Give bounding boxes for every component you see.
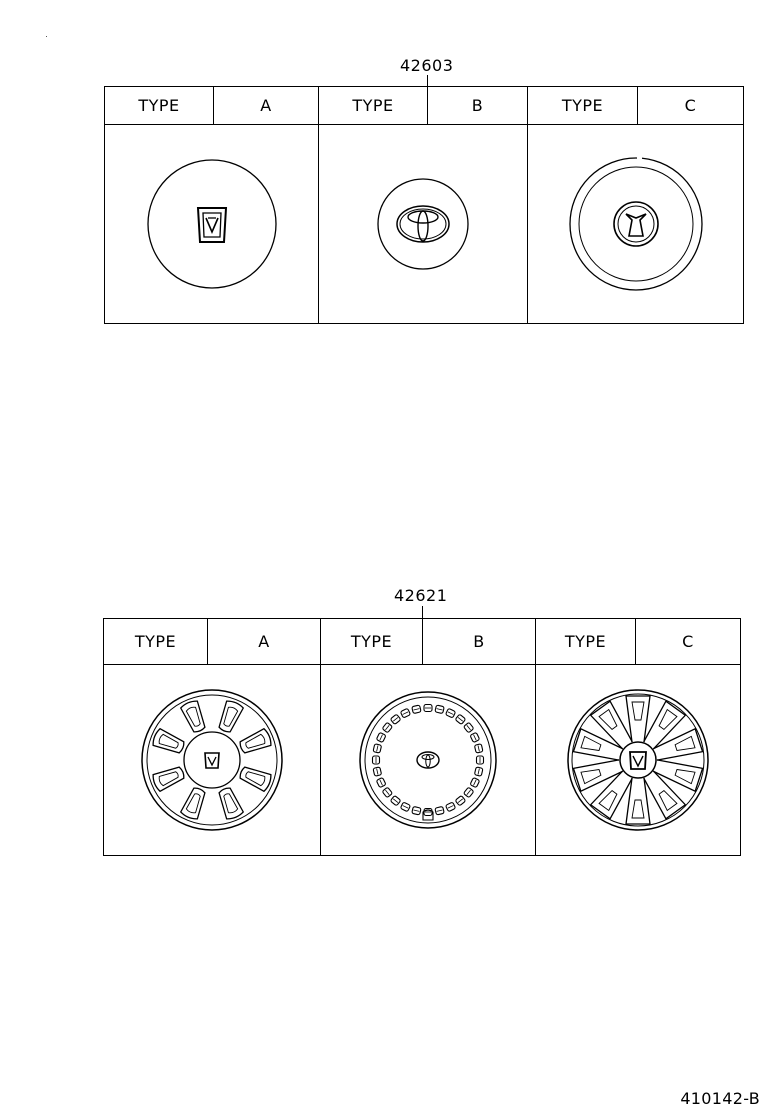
center-ornament-a-illustration: [146, 159, 277, 289]
leader-line: [427, 75, 428, 87]
crown-emblem-icon: [612, 201, 659, 247]
type-label: TYPE: [103, 618, 208, 665]
center-ornament-b-illustration: [377, 178, 469, 270]
variant-label: B: [427, 86, 528, 125]
center-ornament-c-illustration: [568, 156, 703, 291]
variant-label: C: [635, 618, 741, 665]
figure-code: 410142-B: [680, 1089, 760, 1108]
variant-label: C: [637, 86, 744, 125]
variant-label: A: [213, 86, 319, 125]
ornament-cell-c: [527, 124, 744, 324]
variant-label: A: [207, 618, 321, 665]
wheel-cap-b-illustration: [359, 691, 497, 829]
crown-emblem-icon: [629, 751, 647, 770]
type-label: TYPE: [535, 618, 636, 665]
part-number-label: 42603: [400, 56, 454, 75]
type-label: TYPE: [527, 86, 638, 125]
type-label: TYPE: [320, 618, 423, 665]
ornament-cell-a: [104, 124, 319, 324]
scan-speck: [46, 36, 47, 37]
type-label: TYPE: [318, 86, 428, 125]
wheel-cap-cell-b: [320, 664, 536, 856]
wheel-cap-cell-a: [103, 664, 321, 856]
toyota-emblem-icon: [396, 205, 450, 243]
type-label: TYPE: [104, 86, 214, 125]
ornament-table: TYPE A TYPE B TYPE C: [104, 86, 744, 324]
part-number-label: 42621: [394, 586, 448, 605]
wheel-cap-cell-c: [535, 664, 741, 856]
crown-emblem-icon: [204, 752, 220, 769]
variant-label: B: [422, 618, 536, 665]
wheel-cap-c-illustration: [567, 689, 709, 831]
wheel-cap-table: TYPE A TYPE B TYPE C: [103, 618, 741, 856]
toyota-emblem-icon: [416, 751, 440, 769]
crown-emblem-icon: [196, 207, 227, 243]
leader-line: [422, 606, 423, 619]
wheel-cap-a-illustration: [141, 689, 283, 831]
ornament-cell-b: [318, 124, 528, 324]
